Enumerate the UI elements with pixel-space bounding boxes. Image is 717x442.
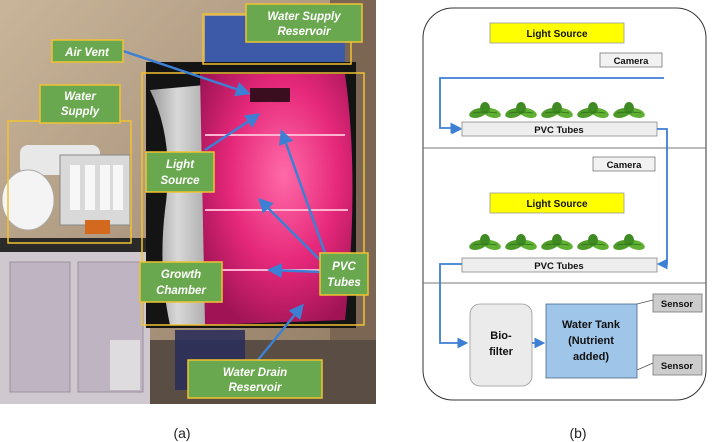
- flow-lower-inlet: [439, 263, 469, 349]
- svg-text:Tubes: Tubes: [327, 277, 361, 289]
- svg-text:Bio-: Bio-: [490, 330, 512, 342]
- arrow-drain: [257, 303, 304, 361]
- svg-text:Water: Water: [64, 91, 96, 103]
- callout-light-source: Light Source: [145, 151, 215, 193]
- arrow-pvc-middle: [257, 197, 323, 263]
- caption-a: (a): [173, 425, 190, 441]
- arrow-pvc-lower: [267, 262, 323, 278]
- diagram-panel: Light Source Camera PVC Tubes Camera Lig…: [422, 7, 707, 401]
- svg-text:Chamber: Chamber: [156, 285, 206, 297]
- arrow-pvc-upper: [278, 129, 327, 254]
- sensor-top-box: [652, 293, 703, 313]
- photo-panel: [0, 0, 376, 404]
- lower-light-source: [489, 192, 625, 214]
- callout-water-drain-reservoir: Water Drain Reservoir: [187, 359, 323, 399]
- biofilter-box: [469, 303, 533, 387]
- svg-text:Camera: Camera: [614, 56, 650, 67]
- callout-water-supply: Water Supply: [39, 84, 121, 124]
- flow-upper-inlet: [439, 77, 664, 134]
- lower-camera: [592, 156, 656, 172]
- callout-water-supply-reservoir: Water Supply Reservoir: [245, 3, 363, 43]
- photo-callouts: Water Supply Reservoir Air Vent Water Su…: [39, 3, 369, 399]
- caption-b: (b): [569, 425, 586, 441]
- flow-upper-to-lower: [656, 128, 668, 270]
- svg-text:Camera: Camera: [607, 160, 643, 171]
- svg-text:Source: Source: [161, 175, 201, 187]
- svg-text:Sensor: Sensor: [661, 361, 694, 372]
- svg-text:Reservoir: Reservoir: [277, 26, 331, 38]
- arrow-air-vent: [122, 49, 251, 97]
- svg-text:filter: filter: [489, 346, 514, 358]
- svg-text:PVC Tubes: PVC Tubes: [534, 261, 583, 272]
- callout-air-vent: Air Vent: [51, 39, 124, 63]
- svg-text:PVC: PVC: [332, 261, 356, 273]
- svg-text:Light: Light: [166, 159, 195, 171]
- svg-text:Growth: Growth: [161, 269, 201, 281]
- svg-text:Sensor: Sensor: [661, 299, 694, 310]
- photo-counter: [0, 238, 150, 252]
- growth-chamber-region: [141, 72, 365, 326]
- svg-text:Light Source: Light Source: [526, 199, 588, 210]
- svg-text:Light Source: Light Source: [526, 29, 588, 40]
- arrow-light-source: [204, 113, 261, 152]
- upper-camera: [599, 52, 663, 68]
- svg-text:Water Tank: Water Tank: [562, 319, 621, 331]
- water-tank-box: [545, 303, 638, 379]
- photo-grow-chamber: [200, 74, 353, 325]
- svg-text:Reservoir: Reservoir: [228, 382, 282, 394]
- svg-text:PVC Tubes: PVC Tubes: [534, 125, 583, 136]
- sensor-bottom-box: [652, 354, 703, 376]
- photo-arrows: [122, 49, 327, 361]
- svg-text:Air Vent: Air Vent: [64, 47, 110, 59]
- svg-text:Water Drain: Water Drain: [223, 367, 287, 379]
- svg-text:(Nutrient: (Nutrient: [568, 335, 614, 347]
- callout-pvc-tubes: PVC Tubes: [319, 252, 369, 296]
- upper-light-source: [489, 22, 625, 44]
- callout-growth-chamber: Growth Chamber: [139, 261, 223, 303]
- svg-text:Supply: Supply: [61, 106, 100, 118]
- diagram-flow-arrows: [439, 77, 668, 349]
- svg-text:added): added): [573, 351, 609, 363]
- photo-light-fixture: [250, 88, 290, 102]
- svg-text:Water Supply: Water Supply: [267, 11, 341, 23]
